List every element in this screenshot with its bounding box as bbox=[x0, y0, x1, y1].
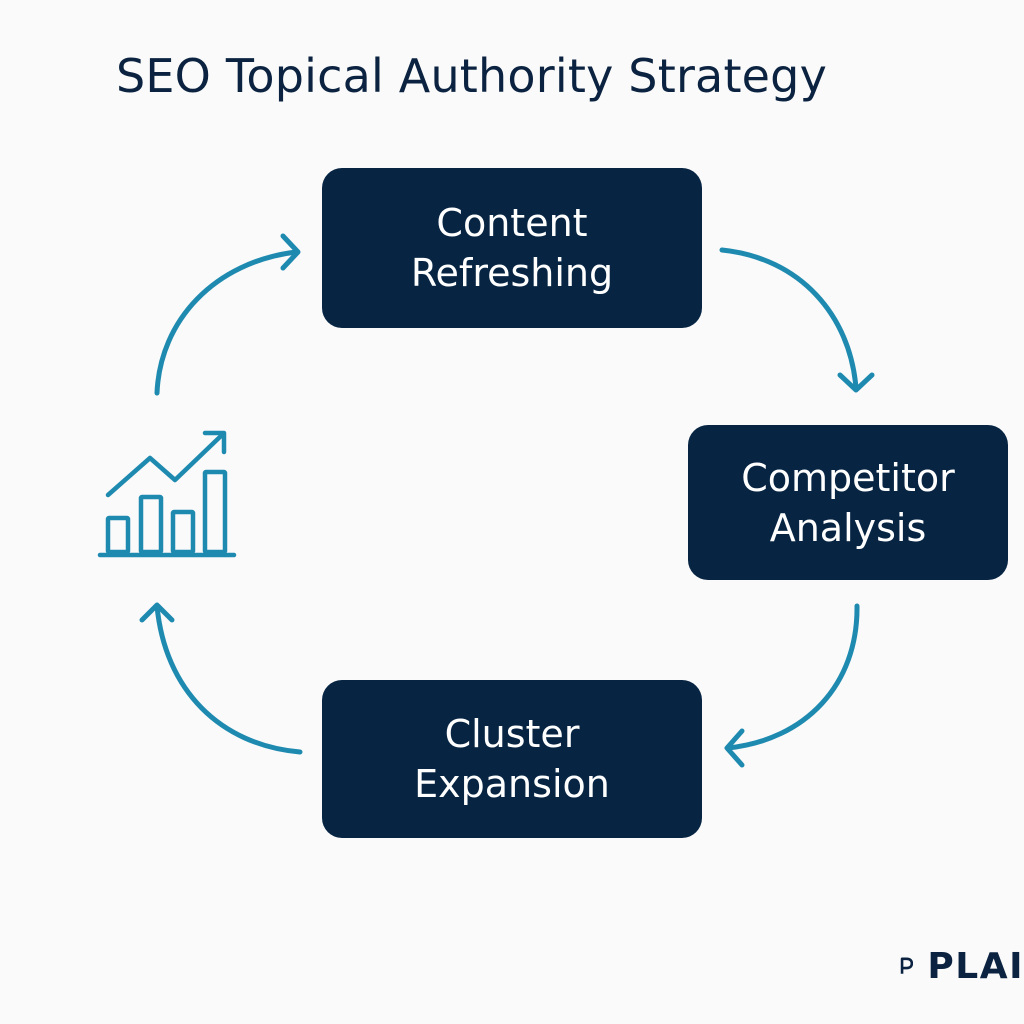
arrow-to-growth-icon bbox=[139, 602, 303, 755]
brand-logo: PLAI bbox=[900, 944, 1024, 988]
step-content-refreshing-line1: Content bbox=[436, 201, 588, 245]
arrow-to-cluster-expansion bbox=[724, 603, 860, 768]
step-content-refreshing: Content Refreshing bbox=[322, 168, 702, 328]
brand-name: PLAI bbox=[927, 945, 1024, 987]
arrow-to-content-refreshing bbox=[154, 233, 301, 396]
bar-chart-trend-up-icon bbox=[97, 430, 237, 558]
step-cluster-expansion-line2: Expansion bbox=[414, 762, 610, 806]
step-cluster-expansion: Cluster Expansion bbox=[322, 680, 702, 838]
step-competitor-analysis: Competitor Analysis bbox=[688, 425, 1008, 580]
diagram-title: SEO Topical Authority Strategy bbox=[116, 49, 828, 103]
step-content-refreshing-line2: Refreshing bbox=[410, 251, 614, 295]
step-competitor-analysis-line2: Analysis bbox=[769, 505, 927, 550]
step-cluster-expansion-line1: Cluster bbox=[444, 712, 580, 756]
arrow-to-competitor-analysis bbox=[719, 247, 875, 393]
brand-logo-icon bbox=[900, 957, 914, 974]
step-competitor-analysis-line1: Competitor bbox=[741, 455, 955, 500]
